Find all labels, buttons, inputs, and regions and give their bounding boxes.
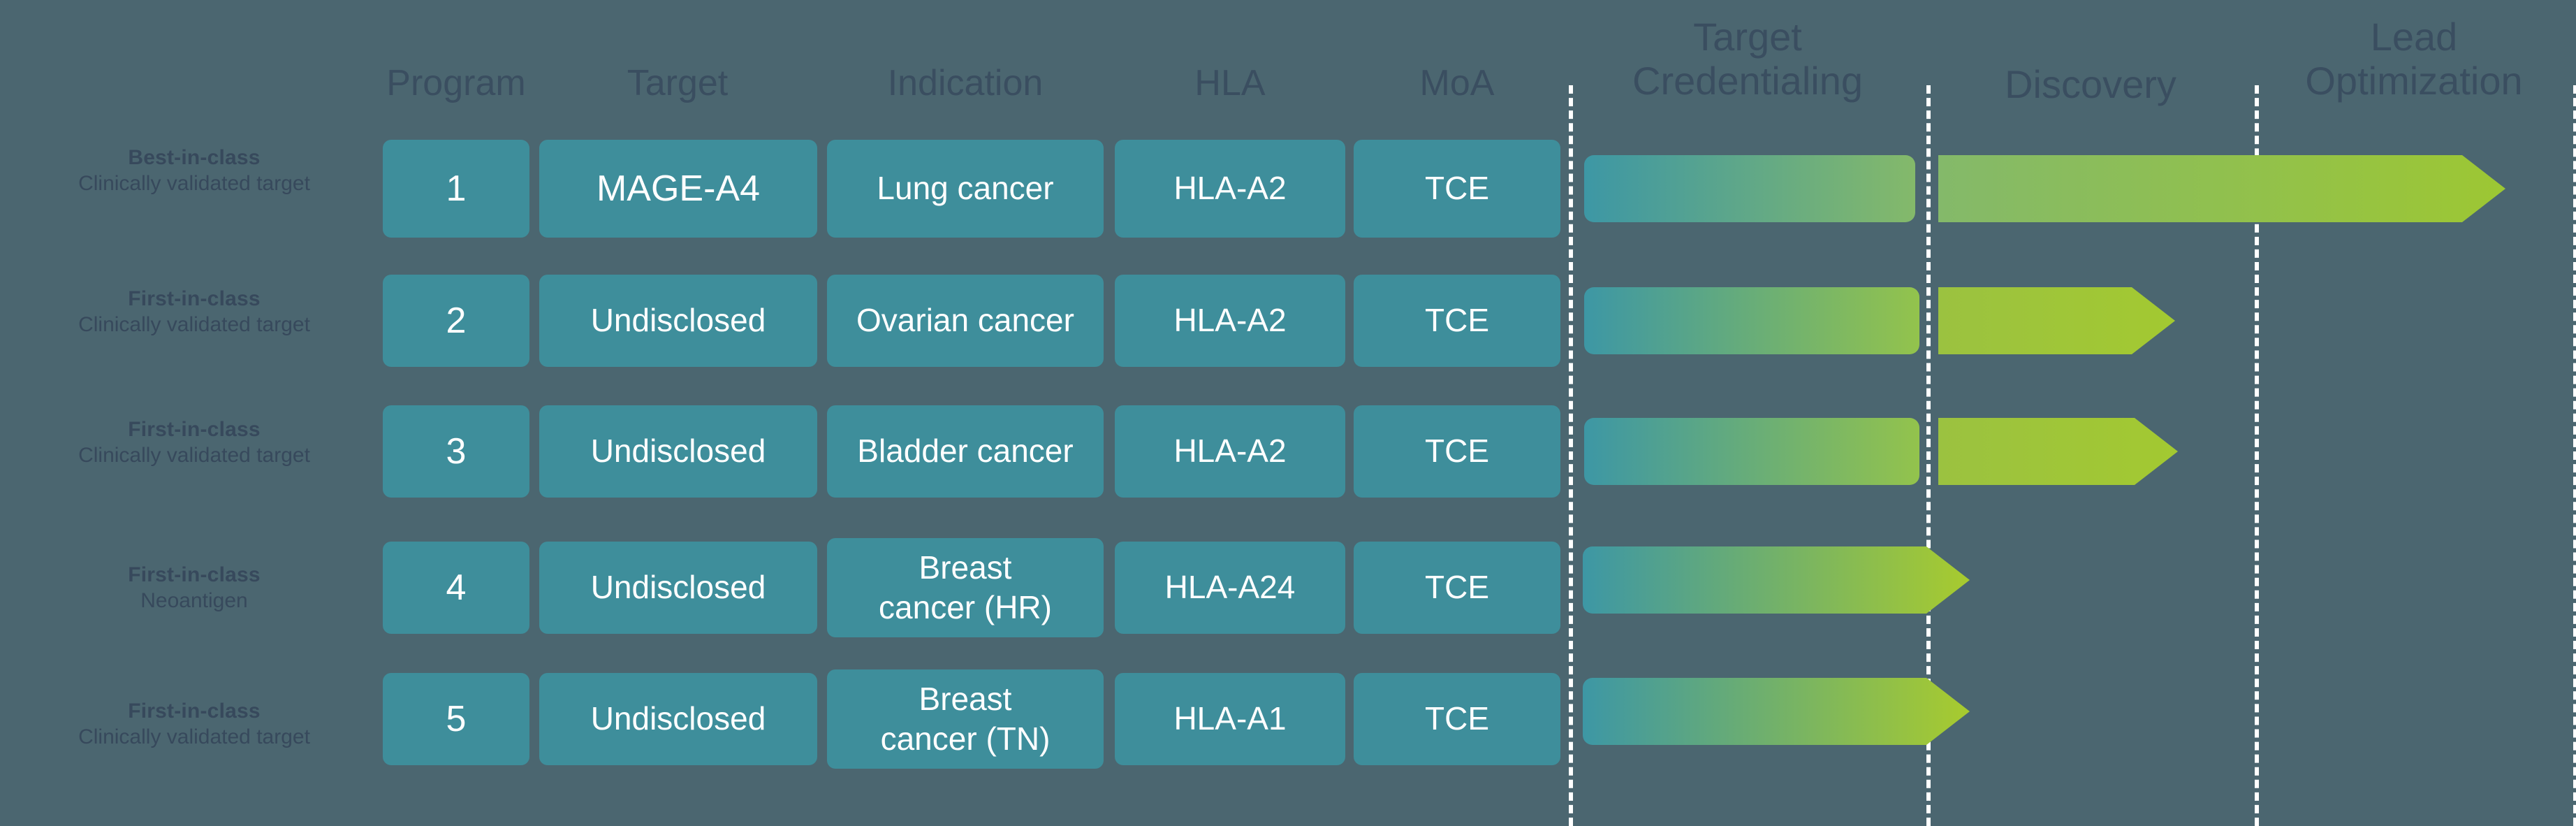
column-head-indication: Indication (887, 63, 1044, 103)
row-class-4: First-in-class (128, 563, 261, 586)
row-label-3: First-in-class Clinically validated targ… (13, 417, 376, 468)
cell-hla-4[interactable]: HLA-A24 (1115, 542, 1345, 634)
row-subtitle-1: Clinically validated target (78, 171, 310, 195)
phase-separator-2 (1926, 85, 1931, 826)
cell-target-2[interactable]: Undisclosed (539, 275, 817, 367)
cell-moa-5[interactable]: TCE (1354, 673, 1560, 765)
cell-moa-1[interactable]: TCE (1354, 140, 1560, 238)
phase-header-discovery: Discovery (2005, 62, 2176, 106)
bar-3-discovery (1938, 418, 2178, 485)
row-subtitle-3: Clinically validated target (78, 443, 310, 467)
phase-header-target-credentialing: Target Credentialing (1632, 15, 1863, 103)
column-header-program: Program (386, 63, 526, 103)
phase-separator-1 (1569, 85, 1573, 826)
bar-4-target-credentialing (1583, 546, 1970, 614)
row-label-5: First-in-class Clinically validated targ… (13, 699, 376, 750)
phase-header-lead-optimization: Lead Optimization (2305, 15, 2523, 103)
row-subtitle-5: Clinically validated target (78, 725, 310, 748)
cell-indication-4[interactable]: Breast cancer (HR) (827, 538, 1104, 637)
phase-separator-4 (2573, 85, 2576, 826)
row-class-1: Best-in-class (128, 146, 261, 169)
cell-hla-5[interactable]: HLA-A1 (1115, 673, 1345, 765)
cell-indication-2[interactable]: Ovarian cancer (827, 275, 1104, 367)
cell-moa-4[interactable]: TCE (1354, 542, 1560, 634)
cell-hla-2[interactable]: HLA-A2 (1115, 275, 1345, 367)
row-label-4: First-in-class Neoantigen (13, 563, 376, 614)
column-header-moa: MoA (1419, 63, 1495, 103)
row-label-2: First-in-class Clinically validated targ… (13, 287, 376, 338)
cell-target-3[interactable]: Undisclosed (539, 405, 817, 498)
phase-separator-3 (2255, 85, 2259, 826)
bar-2-discovery (1938, 287, 2175, 354)
cell-moa-3[interactable]: TCE (1354, 405, 1560, 498)
cell-target-4[interactable]: Undisclosed (539, 542, 817, 634)
bar-1-discovery-lead-optimization (1938, 155, 2505, 222)
row-class-5: First-in-class (128, 700, 261, 723)
cell-program-3[interactable]: 3 (383, 405, 529, 498)
cell-program-2[interactable]: 2 (383, 275, 529, 367)
bar-3-target-credentialing (1584, 418, 1919, 485)
cell-target-5[interactable]: Undisclosed (539, 673, 817, 765)
cell-program-1[interactable]: 1 (383, 140, 529, 238)
cell-indication-3[interactable]: Bladder cancer (827, 405, 1104, 498)
bar-1-target-credentialing (1584, 155, 1915, 222)
row-class-2: First-in-class (128, 287, 261, 310)
bar-5-target-credentialing (1583, 678, 1970, 745)
bar-2-target-credentialing (1584, 287, 1919, 354)
cell-program-5[interactable]: 5 (383, 673, 529, 765)
row-subtitle-2: Clinically validated target (78, 312, 310, 336)
cell-program-4[interactable]: 4 (383, 542, 529, 634)
column-header-hla: HLA (1194, 63, 1266, 103)
row-subtitle-4: Neoantigen (140, 588, 248, 612)
cell-moa-2[interactable]: TCE (1354, 275, 1560, 367)
row-label-1: Best-in-class Clinically validated targe… (13, 145, 376, 196)
cell-indication-1[interactable]: Lung cancer (827, 140, 1104, 238)
column-header-target: Target (627, 63, 729, 103)
cell-indication-5[interactable]: Breast cancer (TN) (827, 669, 1104, 769)
cell-hla-3[interactable]: HLA-A2 (1115, 405, 1345, 498)
cell-target-1[interactable]: MAGE-A4 (539, 140, 817, 238)
cell-hla-1[interactable]: HLA-A2 (1115, 140, 1345, 238)
row-class-3: First-in-class (128, 418, 261, 441)
